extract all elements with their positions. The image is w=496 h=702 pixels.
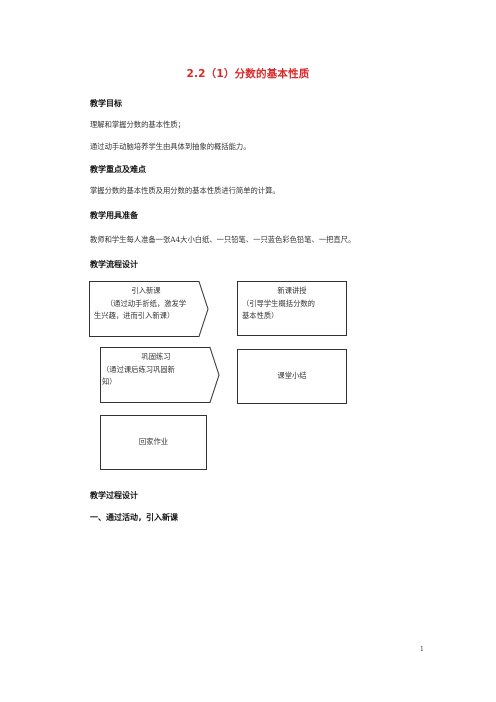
part-1-heading: 一、通过活动，引入新课: [90, 513, 178, 522]
flow-heading: 教学流程设计: [90, 260, 138, 269]
box-2-desc-1: （引导学生概括分数的: [242, 298, 315, 308]
box-1-title: 引入新课: [131, 286, 161, 295]
box-5-title: 回家作业: [138, 437, 169, 447]
box-3-desc-2: 知）: [102, 377, 117, 386]
flowchart-box-2: 新课讲授 （引导学生概括分数的 基本性质）: [237, 281, 347, 336]
flowchart-box-1-shape: [89, 281, 209, 337]
flowchart-box-4: 课堂小结: [237, 349, 347, 404]
flowchart-box-5: 回家作业: [100, 415, 207, 470]
box-1-desc-2: 生兴趣，进而引入新课）: [94, 311, 175, 320]
goals-line-2: 通过动手动脑培养学生由具体到抽象的概括能力。: [90, 142, 251, 151]
box-4-title: 课堂小结: [277, 371, 307, 381]
key-points-heading: 教学重点及难点: [90, 165, 146, 174]
flowchart-box-1: 引入新课 （通过动手折纸，激发学 生兴趣，进而引入新课）: [90, 285, 202, 323]
key-points-line-1: 掌握分数的基本性质及用分数的基本性质进行简单的计算。: [90, 186, 280, 195]
flowchart-box-3-shape: [100, 347, 220, 403]
tools-heading: 教学用具准备: [90, 211, 138, 220]
goals-heading: 教学目标: [90, 99, 122, 108]
box-2-desc-2: 基本性质）: [242, 311, 279, 320]
process-heading: 教学过程设计: [90, 491, 138, 500]
goals-line-1: 理解和掌握分数的基本性质；: [90, 120, 185, 129]
flowchart-box-3: 巩固练习 （通过课后练习巩固新 知）: [102, 351, 210, 389]
box-3-desc-1: （通过课后练习巩固新: [102, 364, 175, 374]
box-2-title: 新课讲授: [277, 286, 307, 295]
document-title: 2.2（1）分数的基本性质: [186, 68, 310, 80]
box-1-desc-1: （通过动手折纸，激发学: [105, 298, 187, 308]
tools-line-1: 教师和学生每人准备一张A4大小白纸、一只铅笔、一只蓝色彩色铅笔、一把直尺。: [90, 235, 356, 244]
page-number: 1: [420, 646, 424, 653]
box-3-title: 巩固练习: [141, 352, 171, 361]
